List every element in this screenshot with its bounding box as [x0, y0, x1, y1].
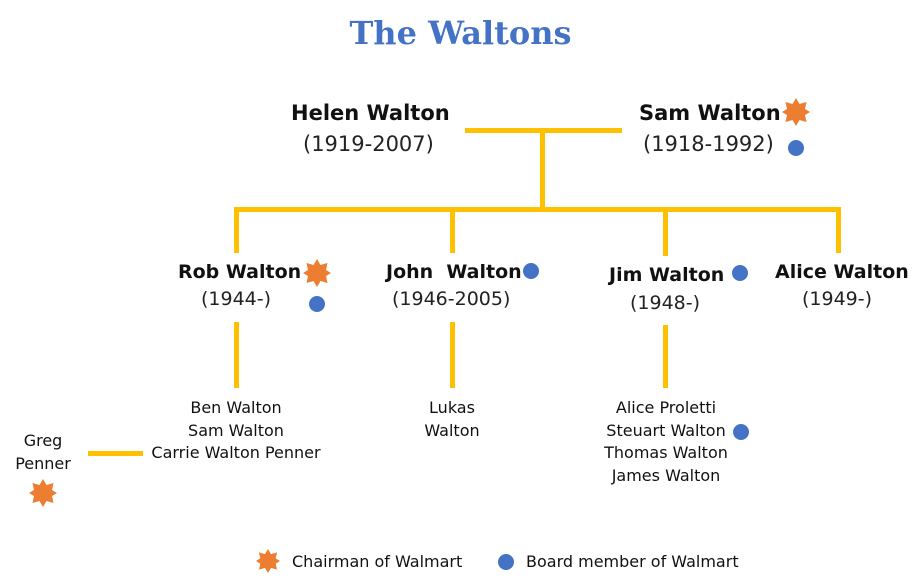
- list-item: Sam Walton: [188, 420, 284, 440]
- spouse-line-2: Penner: [15, 453, 71, 473]
- steuart-walton-board-dot-icon: [733, 424, 749, 440]
- legend-board-label: Board member of Walmart: [526, 552, 739, 571]
- john-walton-years: (1946-2005): [392, 288, 511, 310]
- jim-children-line: [663, 325, 668, 388]
- spouse-line-1: Greg: [23, 431, 63, 450]
- list-item: James Walton: [611, 465, 721, 485]
- list-item: Ben Walton: [190, 398, 282, 417]
- legend-board-dot-icon: [498, 554, 514, 570]
- list-item: Thomas Walton: [604, 443, 728, 462]
- sam-walton-chairman-star-icon: [782, 98, 810, 126]
- list-item: Carrie Walton Penner: [151, 443, 321, 462]
- legend-chairman-star-icon: [256, 549, 280, 573]
- list-item: Alice Proletti: [615, 398, 717, 417]
- jim-children-list: Alice Proletti Steuart Walton Thomas Wal…: [586, 397, 746, 487]
- drop-alice-line: [836, 207, 841, 253]
- rob-walton-name: Rob Walton: [178, 261, 302, 283]
- john-children-line: [450, 322, 455, 388]
- drop-john-line: [450, 212, 455, 253]
- marriage-line: [465, 128, 622, 133]
- children-bus-line: [234, 207, 841, 212]
- diagram-title: The Waltons: [349, 14, 572, 52]
- rob-children-list: Ben Walton Sam Walton Carrie Walton Penn…: [136, 397, 336, 465]
- parent-stem-line: [540, 131, 545, 211]
- jim-walton-board-dot-icon: [732, 265, 748, 281]
- rob-walton-years: (1944-): [201, 288, 272, 310]
- rob-children-line: [234, 322, 239, 388]
- sam-walton-board-dot-icon: [788, 140, 804, 156]
- jim-walton-name: Jim Walton: [609, 264, 725, 286]
- legend-chairman-label: Chairman of Walmart: [292, 552, 463, 571]
- john-walton-board-dot-icon: [523, 263, 539, 279]
- list-item: Lukas: [429, 398, 475, 417]
- rob-walton-board-dot-icon: [309, 296, 325, 312]
- john-children-list: Lukas Walton: [402, 397, 502, 442]
- jim-walton-years: (1948-): [630, 292, 701, 314]
- helen-walton-name: Helen Walton: [291, 101, 450, 125]
- drop-jim-line: [663, 212, 668, 256]
- sam-walton-years: (1918-1992): [643, 132, 774, 156]
- greg-penner-chairman-star-icon: [29, 479, 57, 507]
- list-item: Steuart Walton: [606, 420, 726, 440]
- sam-walton-name: Sam Walton: [639, 101, 781, 125]
- alice-walton-years: (1949-): [802, 288, 873, 310]
- john-walton-name: John Walton: [386, 261, 522, 283]
- greg-penner-label: Greg Penner: [4, 430, 82, 475]
- drop-rob-line: [234, 207, 239, 253]
- rob-walton-chairman-star-icon: [303, 259, 331, 287]
- alice-walton-name: Alice Walton: [775, 261, 909, 283]
- helen-walton-years: (1919-2007): [303, 132, 434, 156]
- spouse-line: [88, 451, 143, 456]
- list-item: Walton: [424, 420, 480, 440]
